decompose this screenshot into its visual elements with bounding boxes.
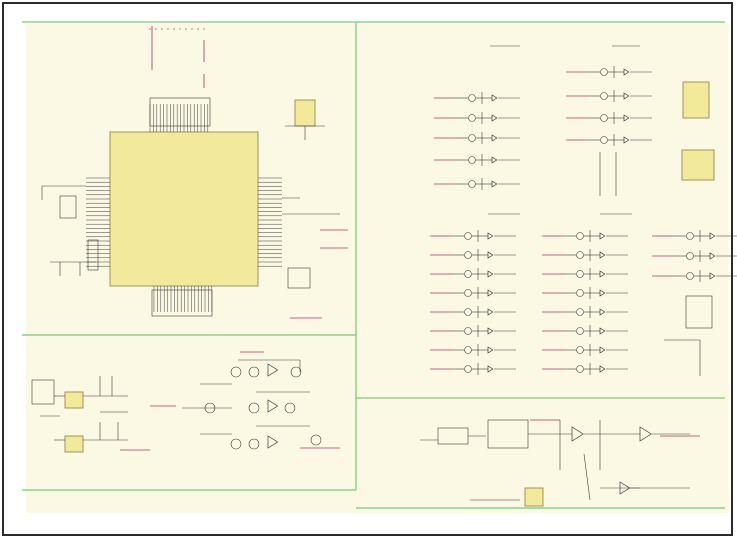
small-ic-u2 [294, 99, 316, 127]
transistor-symbol [464, 270, 472, 278]
transistor-symbol [576, 346, 584, 354]
opamp-symbol [487, 251, 494, 259]
connector-left [87, 239, 99, 271]
mcu-chip [109, 131, 259, 287]
transistor-symbol [686, 252, 694, 260]
transistor-symbol [600, 92, 608, 100]
transistor-symbol [248, 366, 260, 378]
opamp-symbol [599, 289, 606, 297]
transistor-symbol [290, 366, 302, 378]
mcu-side-circuits [41, 125, 348, 319]
panel-dividers [22, 21, 725, 509]
power-wires [31, 376, 150, 451]
connector-bottom [151, 289, 213, 317]
opamp-symbol [623, 68, 630, 76]
transistor-symbol [576, 308, 584, 316]
transistor-symbol [464, 232, 472, 240]
opamp-symbol [709, 272, 716, 280]
transistor-symbol [576, 327, 584, 335]
header-ic-2 [681, 149, 715, 181]
transistor-symbol [464, 289, 472, 297]
regulator-ic-2 [64, 435, 84, 453]
transistor-symbol [576, 232, 584, 240]
opamp-symbol [599, 270, 606, 278]
opamp-symbol [487, 365, 494, 373]
transistor-symbol [464, 251, 472, 259]
transistor-symbol [600, 68, 608, 76]
opamp-symbol [267, 363, 279, 377]
opamp-symbol [599, 232, 606, 240]
opamp-symbol [267, 399, 279, 413]
opamp-symbol [599, 327, 606, 335]
header-ic-1 [682, 81, 710, 119]
opamp-symbol [487, 327, 494, 335]
transistor-symbol [686, 272, 694, 280]
opamp-symbol [267, 435, 279, 449]
opamp-symbol [623, 92, 630, 100]
opamp-symbol [487, 308, 494, 316]
transistor-symbol [248, 438, 260, 450]
opamp-symbol [491, 156, 498, 164]
amplifier-panel [150, 351, 340, 450]
opamp-symbol [571, 426, 584, 442]
transistor-symbol [576, 289, 584, 297]
transistor-symbol [464, 365, 472, 373]
opamp-symbol [599, 251, 606, 259]
transistor-bridge [685, 295, 713, 329]
opamp-symbol [491, 114, 498, 122]
transistor-symbol [686, 232, 694, 240]
transistor-symbol [310, 434, 322, 446]
transistor-symbol [576, 251, 584, 259]
resistor-network [59, 195, 77, 219]
output-stage-panel [420, 419, 700, 507]
opamp-symbol [599, 346, 606, 354]
transistor-symbol [600, 114, 608, 122]
mcu-panel [41, 26, 348, 319]
transistor-symbol [464, 308, 472, 316]
transistor-symbol [468, 94, 476, 102]
transistor-symbol [468, 114, 476, 122]
opamp-symbol [599, 308, 606, 316]
opamp-symbol [491, 134, 498, 142]
opamp-symbol [599, 365, 606, 373]
transistor-symbol [576, 270, 584, 278]
power-panel [31, 376, 150, 453]
schematic-line [583, 453, 591, 501]
power-jack [31, 379, 55, 405]
amplifier-block [487, 419, 529, 449]
transistor-symbol [576, 365, 584, 373]
driver-array-panel [430, 45, 737, 376]
opamp-symbol [487, 270, 494, 278]
transistor-symbol [468, 134, 476, 142]
opamp-symbol [623, 136, 630, 144]
opamp-symbol [491, 94, 498, 102]
opamp-symbol [623, 114, 630, 122]
opamp-symbol [639, 426, 652, 442]
opamp-symbol [487, 232, 494, 240]
opamp-symbol [709, 252, 716, 260]
crystal-circuit [287, 267, 311, 289]
mcu-pins [86, 26, 282, 312]
input-block [437, 427, 469, 445]
transistor-symbol [464, 346, 472, 354]
transistor-symbol [464, 327, 472, 335]
transistor-symbol [468, 156, 476, 164]
opamp-symbol [487, 289, 494, 297]
opamp-symbol [487, 346, 494, 354]
connector-top [149, 97, 211, 127]
transistor-symbol [284, 402, 296, 414]
opamp-symbol [709, 232, 716, 240]
transistor-symbol [248, 402, 260, 414]
transistor-symbol [468, 180, 476, 188]
transistor-symbol [600, 136, 608, 144]
transistor-symbol [230, 438, 242, 450]
regulator-ic-1 [64, 391, 84, 409]
opamp-symbol [491, 180, 498, 188]
connector-j1 [524, 487, 544, 507]
transistor-symbol [230, 366, 242, 378]
opamp-symbol [619, 481, 631, 495]
